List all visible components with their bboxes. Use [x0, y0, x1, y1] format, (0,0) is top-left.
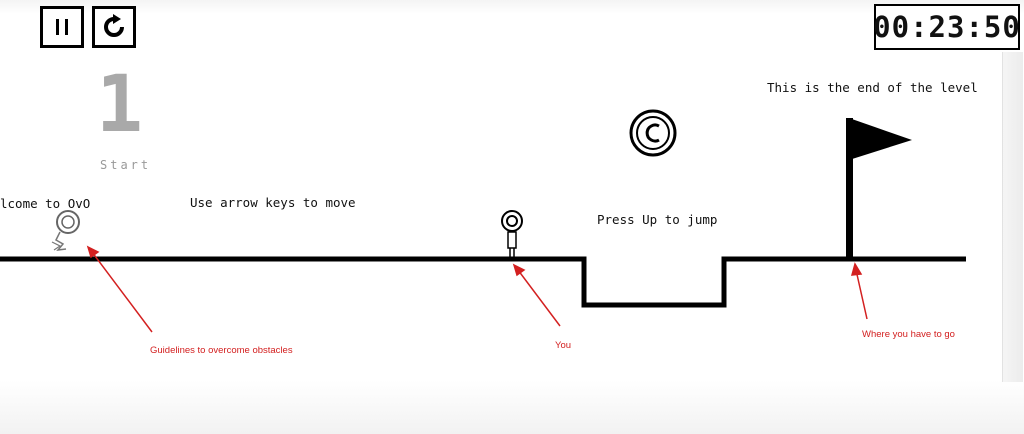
hint-move: Use arrow keys to move	[190, 195, 356, 210]
restart-icon	[104, 14, 124, 37]
hint-jump: Press Up to jump	[597, 212, 718, 227]
guide-character-icon	[51, 210, 80, 251]
page-scrollbar[interactable]	[1002, 52, 1023, 382]
annotation-arrows	[86, 245, 868, 333]
hint-end-of-level: This is the end of the level	[767, 80, 978, 95]
annotation-goal: Where you have to go	[862, 329, 955, 340]
restart-button[interactable]	[92, 6, 136, 48]
hint-welcome: lcome to OvO	[0, 196, 91, 211]
goal-flag-icon	[846, 118, 912, 259]
pause-button[interactable]	[40, 6, 84, 48]
annotation-you: You	[555, 340, 572, 351]
coin-icon	[629, 109, 677, 157]
annotation-guidelines: Guidelines to overcome obstacles	[150, 345, 293, 356]
ground-line	[0, 256, 966, 308]
player-character-icon	[501, 210, 523, 258]
level-subtitle: Start	[100, 158, 152, 172]
level-timer: 00:23:50	[873, 4, 1020, 50]
level-number: 1	[96, 60, 143, 150]
pause-icon	[56, 19, 68, 35]
